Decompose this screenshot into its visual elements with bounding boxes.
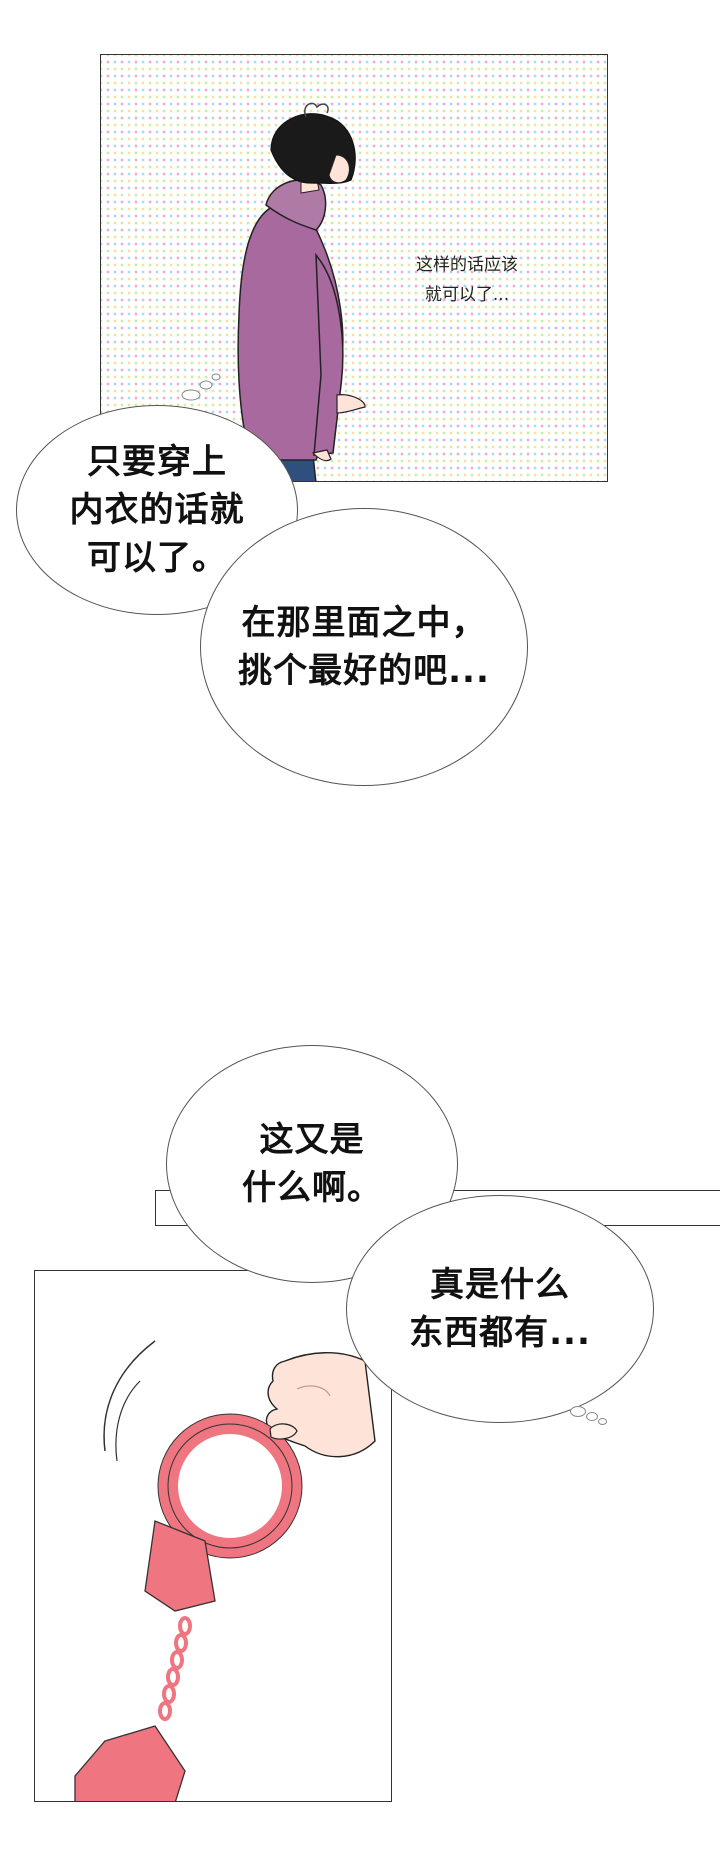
handcuffs-illustration xyxy=(74,1340,376,1801)
panel-handcuffs xyxy=(34,1270,392,1802)
speech-bubble-2-text: 在那里面之中， 挑个最好的吧... xyxy=(238,603,490,691)
speech-bubble-1-text: 只要穿上 内衣的话就 可以了。 xyxy=(69,442,245,578)
thought-dot xyxy=(570,1406,586,1417)
speech-bubble-4: 真是什么 东西都有... xyxy=(346,1195,654,1423)
speech-bubble-4-text: 真是什么 东西都有... xyxy=(409,1265,591,1353)
speech-bubble-2: 在那里面之中， 挑个最好的吧... xyxy=(200,508,528,786)
thought-dot xyxy=(598,1418,607,1425)
boy-figure xyxy=(181,102,366,481)
inner-thought-caption: 这样的话应该 就可以了... xyxy=(416,255,518,305)
thought-dot xyxy=(586,1412,598,1421)
speech-bubble-3-text: 这又是 什么啊。 xyxy=(242,1120,382,1208)
panel-boy xyxy=(100,54,608,482)
